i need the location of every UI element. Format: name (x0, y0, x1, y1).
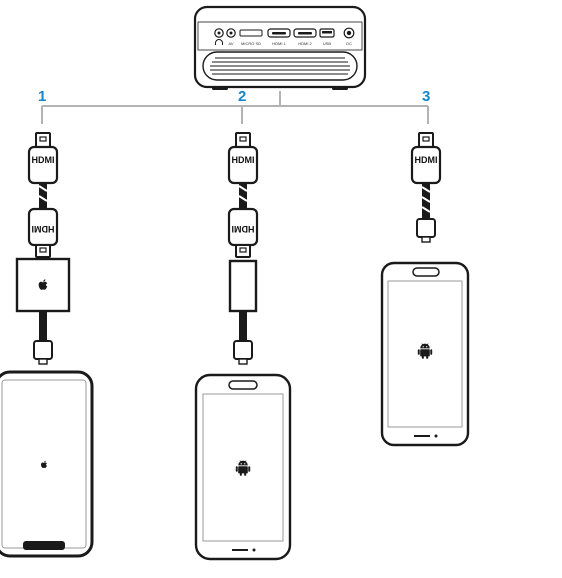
hdmi-label: HDMI (32, 155, 55, 165)
projector-foot-right (332, 86, 348, 90)
port-label-av: AV (228, 41, 233, 46)
projector-foot-left (212, 86, 228, 90)
apple-adapter (15, 257, 71, 313)
hdmi-plug-bottom: HDMI (227, 207, 259, 258)
speaker-slot (228, 380, 258, 390)
lightning-cable (33, 311, 53, 365)
option-number-2: 2 (238, 88, 246, 105)
headphone-icon (215, 39, 223, 45)
port-hdmi-2: HDMI 2 (293, 28, 317, 46)
port-label-micro-sd: MICRO SD (241, 41, 261, 46)
hdmi-cable (38, 183, 48, 209)
usb-c-adapter (228, 259, 258, 313)
hdmi-plug-top: HDMI (410, 132, 442, 185)
port-label-usb: USB (323, 41, 332, 46)
projector-top-panel (197, 21, 363, 51)
option-3: HDMI (380, 132, 470, 447)
option-1: HDMI HDMI (0, 132, 94, 558)
port-av: AV (226, 28, 236, 46)
hdmi-plug-top: HDMI (27, 132, 59, 185)
iphone-notch (23, 541, 65, 550)
usb-c-cable (416, 183, 436, 243)
option-number-3: 3 (422, 88, 430, 105)
hdmi-label: HDMI (232, 155, 255, 165)
android-phone-device (380, 261, 470, 447)
usb-c-cable (233, 311, 253, 365)
hdmi-label: HDMI (415, 155, 438, 165)
port-label-hdmi-1: HDMI 1 (272, 41, 286, 46)
hdmi-label-flipped: HDMI (232, 224, 255, 234)
android-phone-device (194, 373, 292, 561)
port-label-hdmi-2: HDMI 2 (298, 41, 312, 46)
vent-grille (210, 57, 350, 75)
micro-sd-slot-icon (239, 29, 263, 37)
hdmi-cable (238, 183, 248, 209)
option-number-1: 1 (38, 88, 46, 105)
port-micro-sd: MICRO SD (239, 29, 263, 46)
speaker-slot (412, 267, 440, 277)
hdmi-plug-top: HDMI (227, 132, 259, 185)
iphone-device (0, 370, 94, 558)
projector: AV MICRO SD HDMI 1 HDMI 2 USB DC (193, 5, 367, 90)
port-dc: DC (343, 27, 355, 46)
port-hdmi-1: HDMI 1 (267, 28, 291, 46)
hdmi-plug-bottom: HDMI (27, 207, 59, 258)
hdmi-label-flipped: HDMI (32, 224, 55, 234)
option-2: HDMI HDMI (194, 132, 292, 561)
port-usb: USB (319, 28, 335, 46)
connection-lines (41, 91, 429, 124)
port-label-dc: DC (346, 41, 352, 46)
port-headphone (214, 28, 224, 45)
